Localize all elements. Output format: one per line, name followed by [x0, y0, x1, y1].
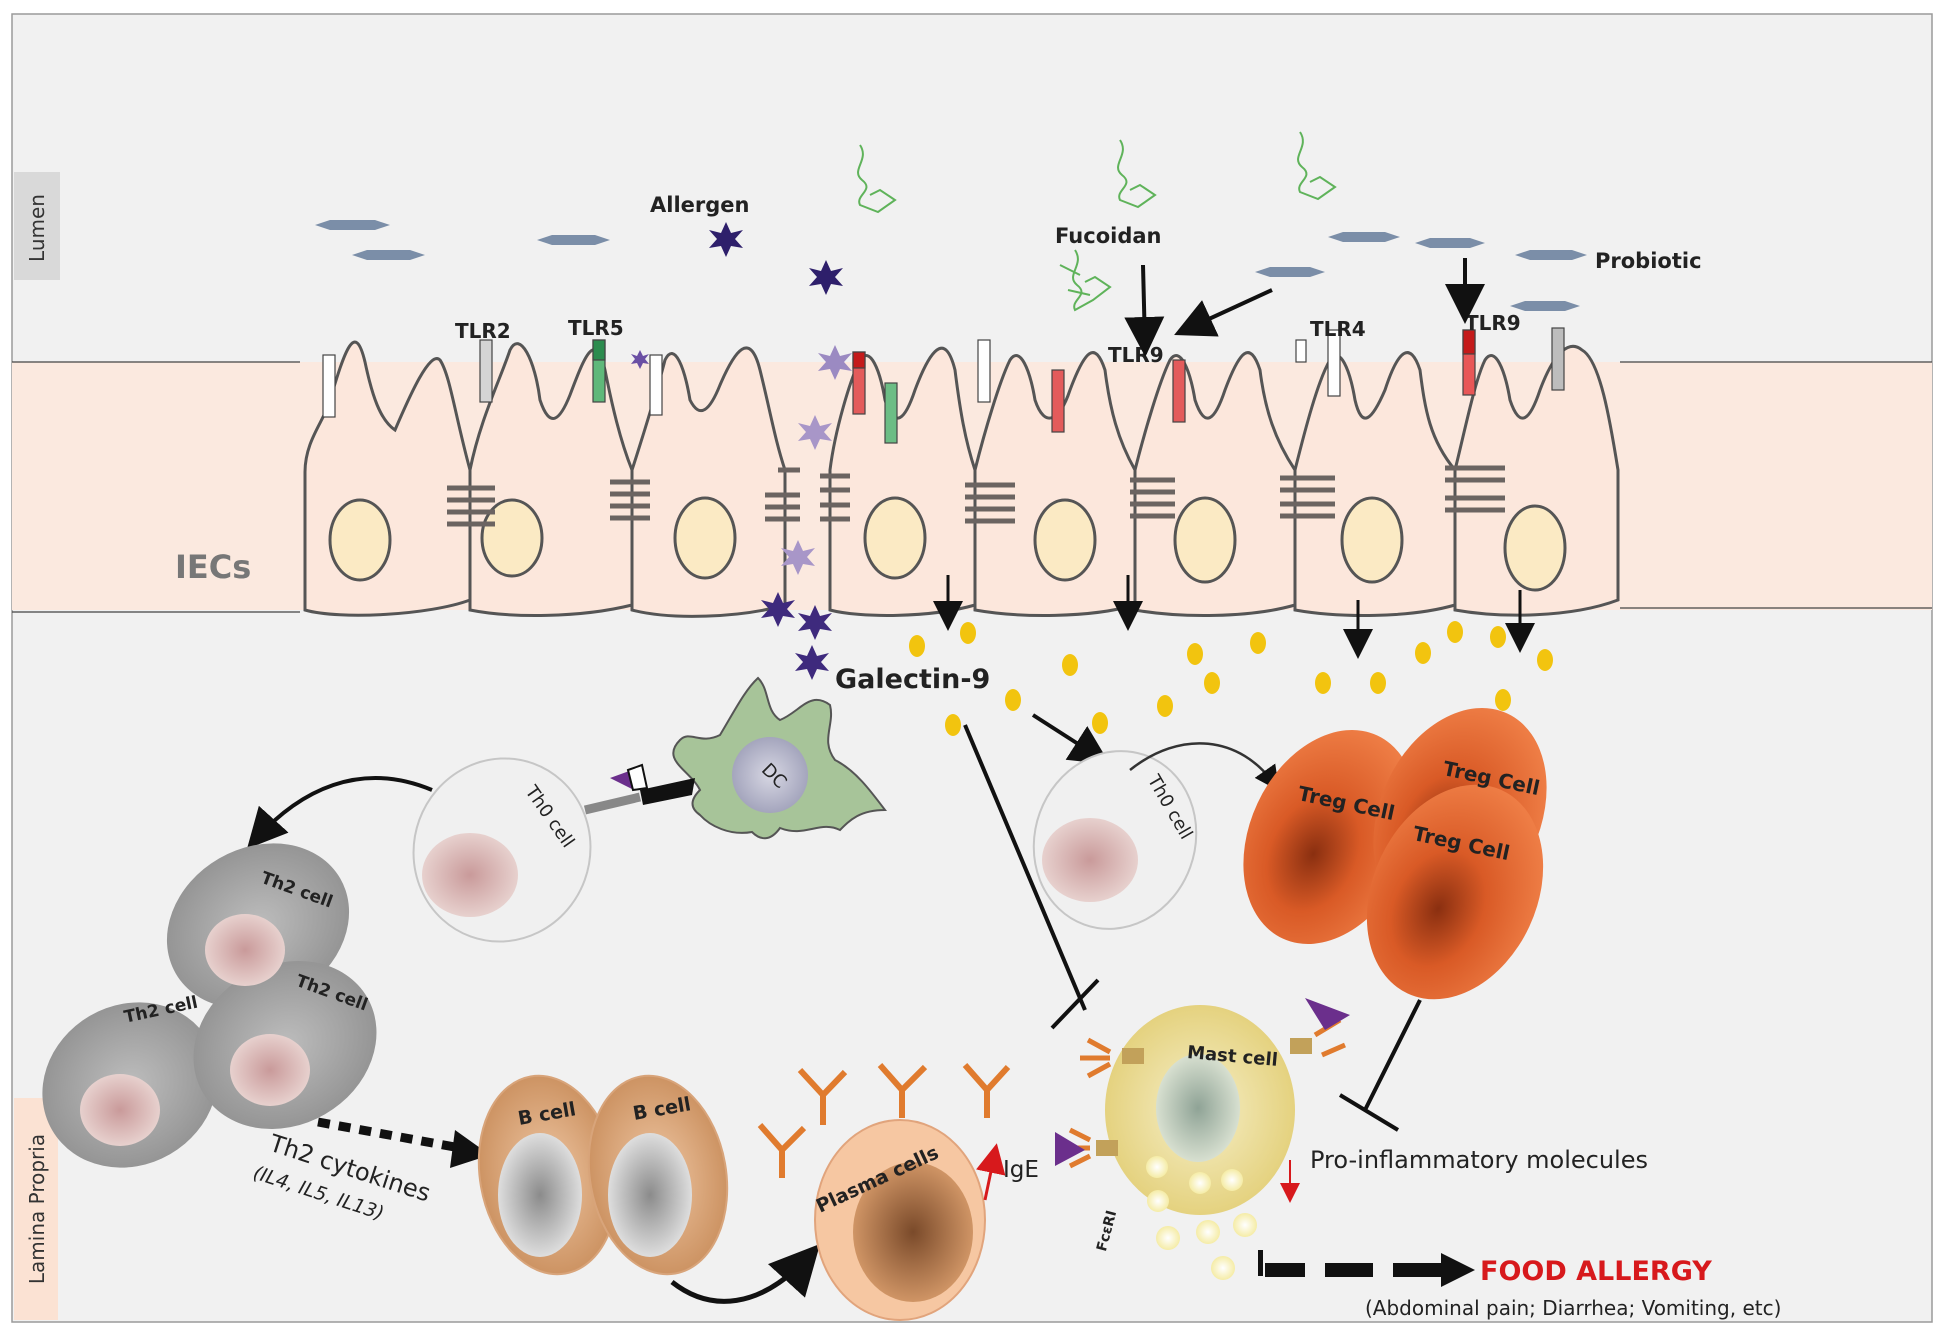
- food-allergy-symptoms: (Abdominal pain; Diarrhea; Vomiting, etc…: [1365, 1296, 1781, 1320]
- probiotic-bacteria: [315, 220, 1587, 311]
- antigen-presentation-link: [583, 763, 695, 815]
- th0-cell-right: Th0 cell: [1032, 750, 1198, 930]
- tlr-label-tlr5: TLR5: [568, 316, 624, 340]
- ligand-arrows: [1124, 258, 1485, 357]
- svg-text:Lumen: Lumen: [25, 194, 49, 262]
- tlr-receptor-bars: [322, 327, 1565, 444]
- b-to-plasma-arrow: [670, 1243, 821, 1304]
- epithelial-cell-layer: [303, 340, 1620, 618]
- probiotic-label: Probiotic: [1595, 249, 1702, 273]
- iecs-label: IECs: [175, 548, 251, 586]
- proinflammatory-label: Pro-inflammatory molecules: [1310, 1146, 1648, 1174]
- ige-label: IgE: [1003, 1157, 1039, 1183]
- th0-cell-left: Th0 cell: [412, 757, 592, 943]
- dendritic-cell: DC: [672, 676, 887, 840]
- treg-cells: Treg Cell Treg Cell Treg Cell: [1243, 708, 1547, 1000]
- galectin-9-label: Galectin-9: [835, 664, 990, 695]
- th0-to-treg-arrow: [1129, 742, 1280, 792]
- allergen-label: Allergen: [650, 193, 749, 217]
- b-cells: B cell B cell: [477, 1074, 729, 1276]
- galectin-pathways: [963, 713, 1422, 1132]
- fucoidan-label: Fucoidan: [1055, 224, 1161, 248]
- svg-text:Lamina Propria: Lamina Propria: [25, 1134, 49, 1284]
- th0-to-th2-arrow: [246, 776, 433, 849]
- food-allergy-title: FOOD ALLERGY: [1480, 1256, 1712, 1287]
- tlr-label-tlr9-right: TLR9: [1465, 311, 1521, 335]
- galectin-9-molecules: [909, 621, 1553, 736]
- tight-junctions: [447, 465, 1505, 527]
- tlr-label-tlr9-center: TLR9: [1108, 343, 1164, 367]
- tlr-label-tlr4: TLR4: [1310, 317, 1366, 341]
- fucoidan-molecules: [857, 131, 1337, 312]
- galectin-secretion-arrows: [933, 575, 1535, 659]
- ige-antibodies: [757, 1063, 1011, 1178]
- food-allergy-arrow: [1258, 1250, 1475, 1287]
- cytokine-arrowhead: [450, 1130, 490, 1168]
- plasma-cell: Plasma cells: [813, 1119, 986, 1321]
- lumen-region-label: Lumen: [14, 172, 60, 280]
- mast-cell: Mast cell: [1055, 998, 1350, 1280]
- cytokine-dotted-arrow: [317, 1117, 461, 1153]
- th2-cells: Th2 cell Th2 cell Th2 cell: [42, 843, 377, 1168]
- tlr-label-tlr2: TLR2: [455, 319, 511, 343]
- allergen-particles: [631, 222, 852, 680]
- ige-up-arrow: [976, 1143, 1006, 1201]
- lamina-propria-region-label: Lamina Propria: [14, 1098, 58, 1320]
- iec-nuclei: [328, 496, 1567, 592]
